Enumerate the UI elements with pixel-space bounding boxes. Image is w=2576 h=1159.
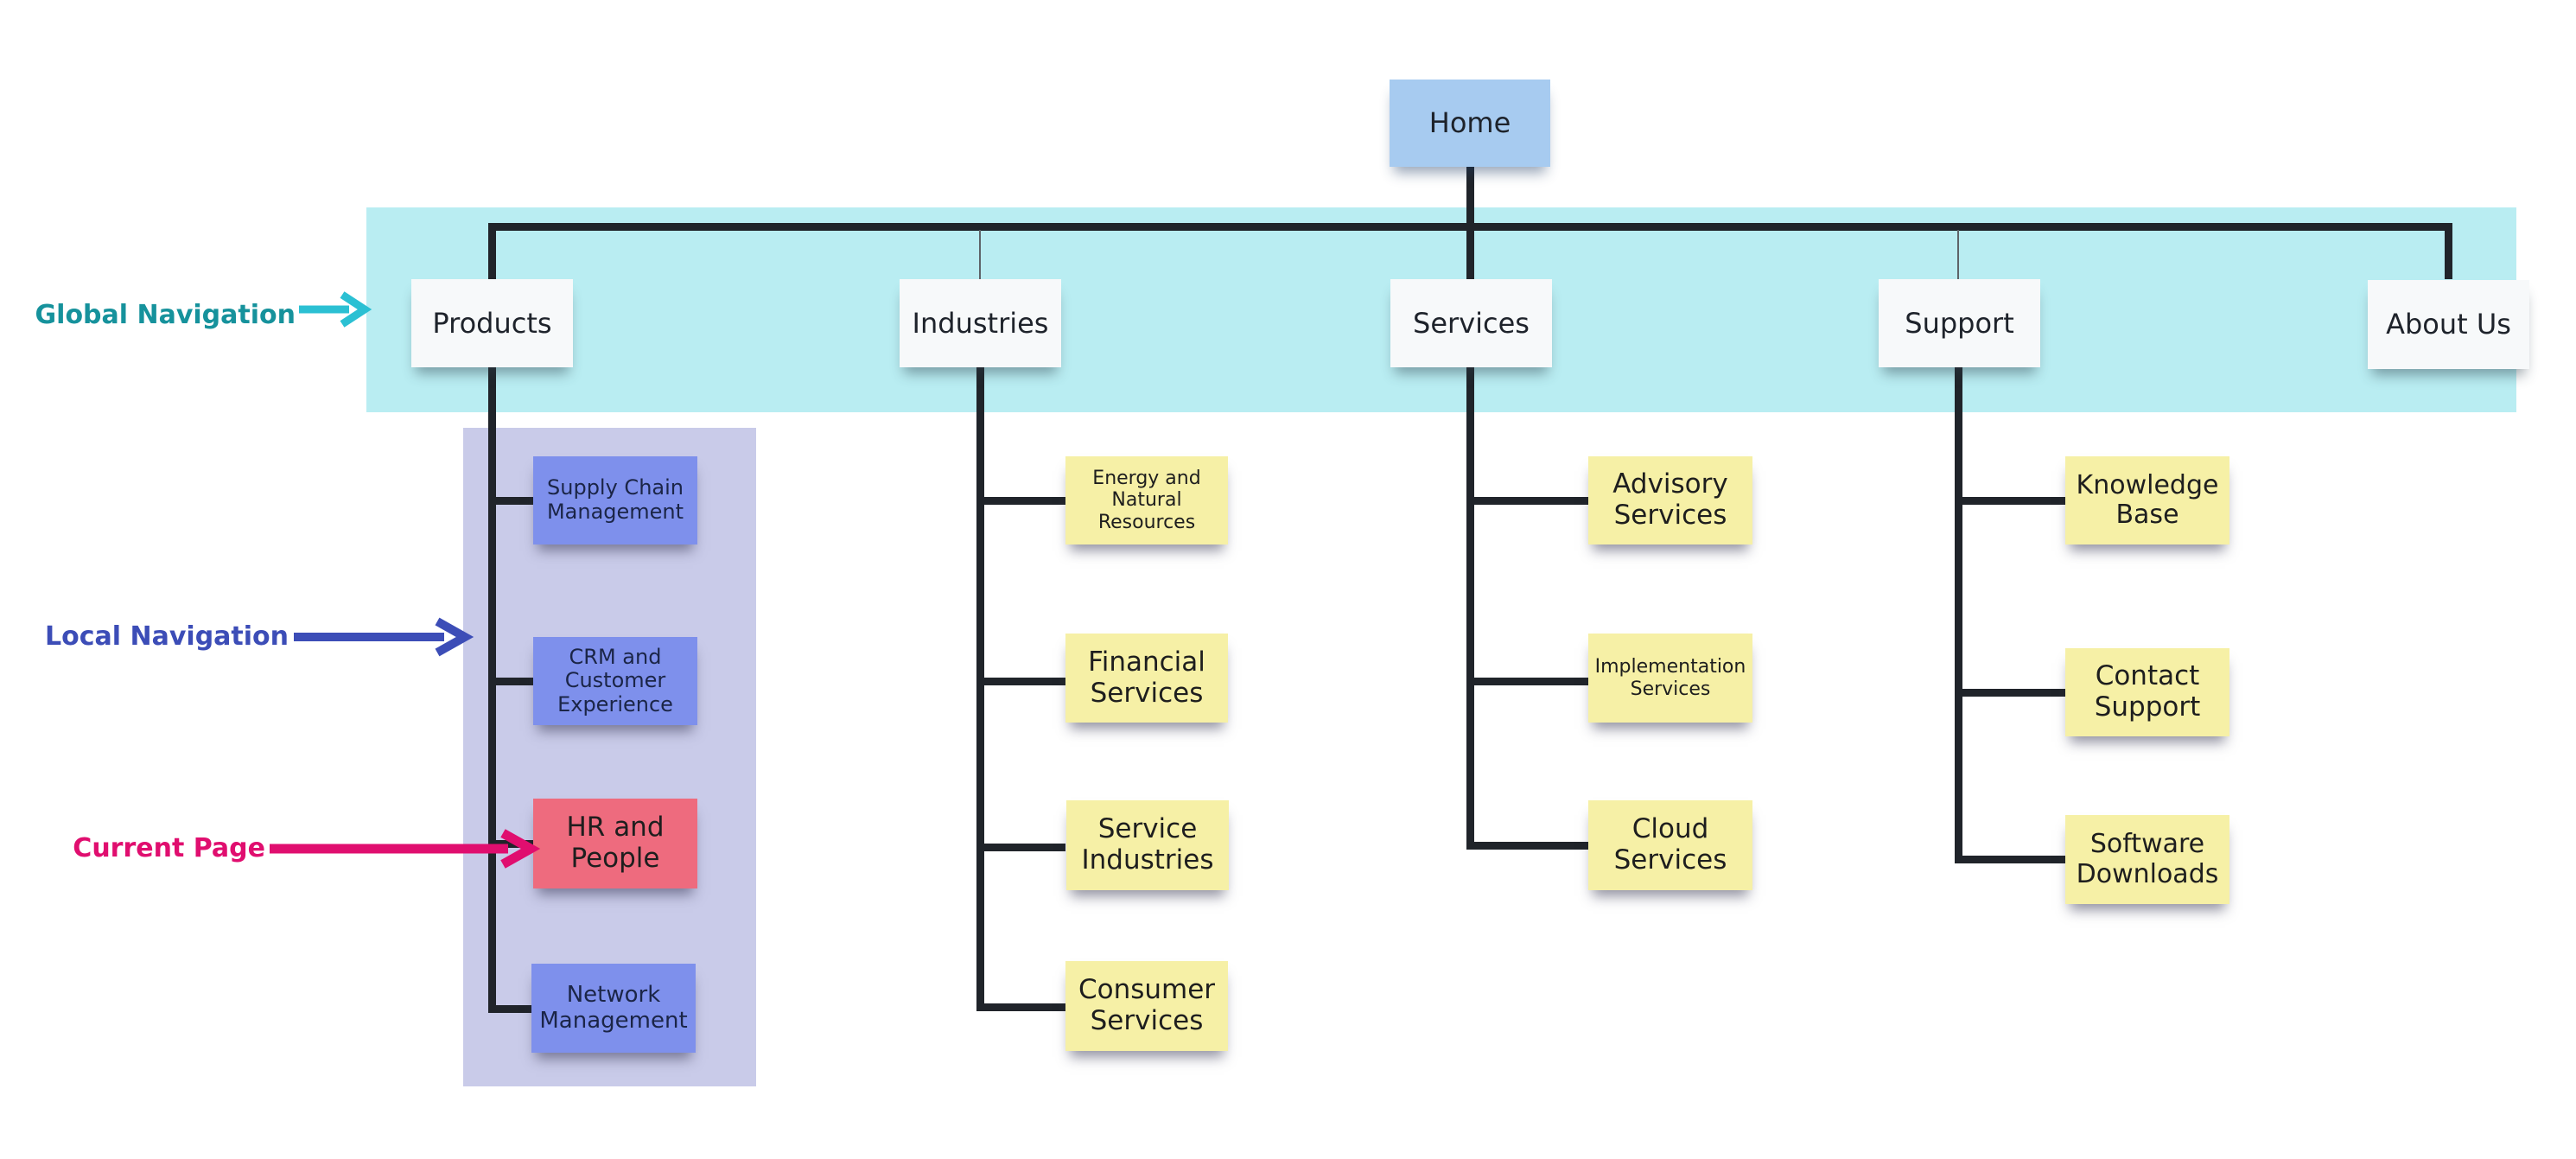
- arrow-current-page: [270, 829, 541, 869]
- label-local-navigation: Local Navigation: [45, 621, 289, 652]
- node-about-us: About Us: [2368, 280, 2529, 369]
- stub-network: [488, 1005, 533, 1013]
- note-advisory-services: Advisory Services: [1588, 456, 1752, 544]
- connector-aboutus-drop: [2445, 223, 2452, 279]
- stub-contact: [1955, 689, 2065, 697]
- node-support: Support: [1879, 279, 2040, 367]
- label-current-page: Current Page: [73, 833, 265, 863]
- stub-hr: [488, 840, 533, 848]
- connector-industries-drop: [979, 230, 981, 279]
- note-contact-support: Contact Support: [2065, 648, 2229, 736]
- note-service-industries: Service Industries: [1066, 800, 1229, 890]
- connector-home-drop: [1466, 164, 1474, 279]
- note-software-downloads: Software Downloads: [2065, 815, 2229, 904]
- stub-knowledge: [1955, 497, 2065, 505]
- trunk-industries: [976, 367, 984, 1011]
- node-industries: Industries: [900, 279, 1061, 367]
- note-supply-chain-management: Supply Chain Management: [533, 456, 697, 544]
- note-knowledge-base: Knowledge Base: [2065, 456, 2229, 544]
- connector-support-drop: [1957, 230, 1959, 279]
- node-products: Products: [411, 279, 573, 367]
- trunk-services: [1466, 367, 1474, 850]
- stub-software: [1955, 856, 2065, 863]
- stub-implementation: [1466, 678, 1588, 685]
- connector-top-spine: [488, 223, 2452, 231]
- arrow-global-navigation: [299, 291, 372, 328]
- stub-consumer: [976, 1003, 1065, 1011]
- stub-financial: [976, 678, 1065, 685]
- node-home: Home: [1390, 80, 1550, 167]
- note-crm-customer-experience: CRM and Customer Experience: [533, 637, 697, 725]
- note-consumer-services: Consumer Services: [1065, 961, 1228, 1051]
- stub-energy: [976, 497, 1065, 505]
- label-global-navigation: Global Navigation: [35, 300, 296, 330]
- note-cloud-services: Cloud Services: [1588, 800, 1752, 890]
- note-financial-services: Financial Services: [1065, 634, 1228, 723]
- stub-cloud: [1466, 842, 1588, 850]
- connector-products-drop: [488, 223, 496, 279]
- arrow-local-navigation: [294, 617, 474, 657]
- stub-service: [976, 844, 1065, 851]
- trunk-support: [1955, 367, 1962, 863]
- stub-supply-chain: [488, 497, 533, 505]
- stub-crm: [488, 678, 533, 685]
- note-implementation-services: Implementation Services: [1588, 634, 1752, 723]
- note-hr-and-people: HR and People: [533, 799, 697, 888]
- trunk-products: [488, 367, 496, 1013]
- note-network-management: Network Management: [531, 964, 696, 1053]
- note-energy-natural-resources: Energy and Natural Resources: [1065, 456, 1228, 544]
- node-services: Services: [1390, 279, 1552, 367]
- stub-advisory: [1466, 497, 1588, 505]
